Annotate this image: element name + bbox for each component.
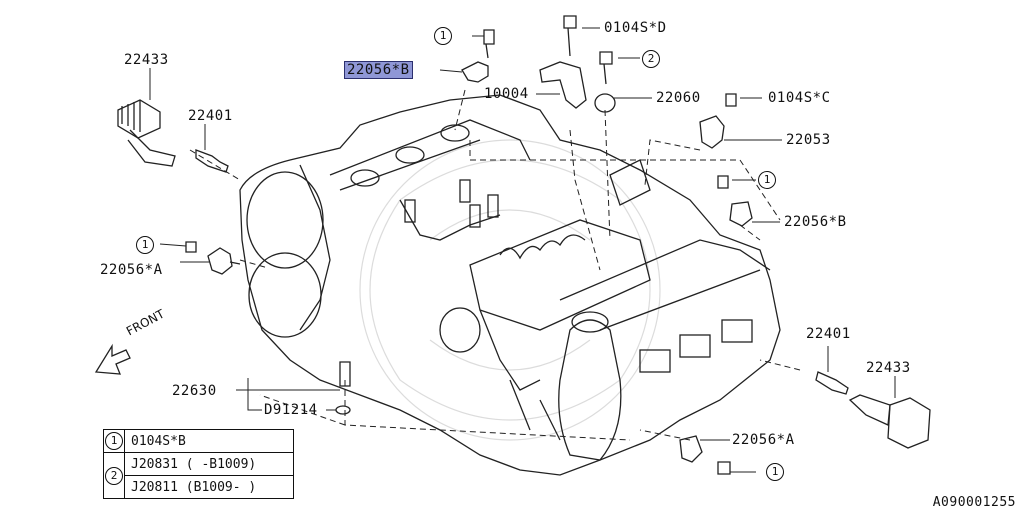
bolts [185, 15, 737, 475]
label-22630: 22630 [172, 383, 217, 399]
label-0104sc: 0104S*C [768, 90, 831, 106]
legend-table: 1 0104S*B 2 J20831 ( -B1009) J20811 (B10… [103, 429, 294, 499]
crank-sensor-left [207, 247, 241, 275]
legend-callout: 2 [105, 466, 123, 485]
crank-sensor-right [679, 435, 703, 463]
spark-plug-left [195, 149, 229, 173]
callout-1-top: 1 [434, 27, 452, 45]
cam-sensor-top [461, 61, 489, 83]
label-22401-right: 22401 [806, 326, 851, 342]
legend-value: J20811 (B1009- ) [124, 475, 294, 499]
label-22056a-left: 22056*A [100, 262, 163, 278]
label-10004: 10004 [484, 86, 529, 102]
cam-sensor-right [729, 201, 753, 227]
label-22401-left: 22401 [188, 108, 233, 124]
label-22433-right: 22433 [866, 360, 911, 376]
legend-num-cell: 1 [103, 429, 125, 453]
watermark-emblem [359, 139, 661, 441]
legend-row: J20811 (B1009- ) [104, 475, 294, 499]
engine-block [239, 94, 781, 476]
label-22060: 22060 [656, 90, 701, 106]
callout-1-right: 1 [758, 171, 776, 189]
legend-row: 1 0104S*B [103, 429, 294, 453]
label-0104sd: 0104S*D [604, 20, 667, 36]
grommet-22060 [594, 93, 616, 113]
knock-sensor [699, 115, 725, 149]
legend-value: J20831 ( -B1009) [124, 452, 294, 476]
front-arrow [94, 343, 131, 375]
legend-value: 0104S*B [124, 429, 294, 453]
label-22056b-right: 22056*B [784, 214, 847, 230]
legend-callout: 1 [105, 432, 123, 450]
label-22056a-right: 22056*A [732, 432, 795, 448]
spark-plug-right [815, 371, 849, 395]
label-22056b-top-highlighted: 22056*B [344, 61, 413, 79]
label-22433-left: 22433 [124, 52, 169, 68]
label-22053: 22053 [786, 132, 831, 148]
diagram-code: A090001255 [932, 495, 1016, 510]
bracket-10004 [539, 61, 587, 109]
ignition-coil-left [117, 99, 176, 167]
legend-row: 2 J20831 ( -B1009) [103, 452, 294, 499]
callout-1-left: 1 [136, 236, 154, 254]
label-d91214: D91214 [264, 402, 318, 418]
callout-1-bottom: 1 [766, 463, 784, 481]
callout-2-top: 2 [642, 50, 660, 68]
ignition-coil-right [848, 394, 931, 449]
legend-num-cell: 2 [103, 452, 125, 499]
